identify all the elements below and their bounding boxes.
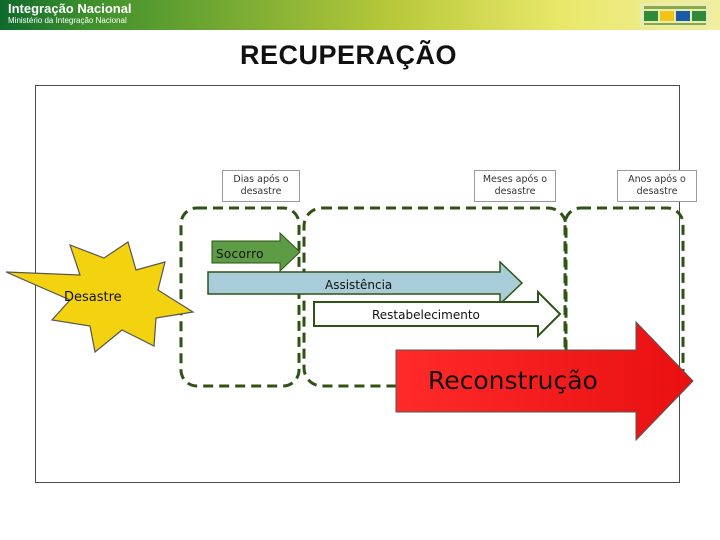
assistencia-arrow (207, 260, 524, 306)
phase-years-box: Anos após o desastre (617, 170, 697, 202)
reconstrucao-label: Reconstrução (428, 366, 598, 395)
phase-years-label: Anos após o desastre (628, 174, 686, 197)
brasil-government-logo (640, 3, 710, 27)
header-banner: Integração Nacional Ministério da Integr… (0, 0, 720, 30)
restabelecimento-arrow (313, 289, 562, 339)
restabelecimento-label: Restabelecimento (372, 308, 480, 322)
brand-block: Integração Nacional Ministério da Integr… (8, 2, 132, 26)
days-region (179, 206, 301, 388)
phase-days-box: Dias após o desastre (222, 170, 300, 202)
brand-subtitle: Ministério da Integração Nacional (8, 16, 127, 25)
socorro-arrow (211, 231, 301, 273)
phase-days-label: Dias após o desastre (233, 174, 289, 197)
assistencia-label: Assistência (325, 278, 393, 292)
reconstrucao-arrow (395, 320, 694, 442)
brand-title: Integração Nacional (8, 1, 132, 16)
phase-months-label: Meses após o desastre (482, 174, 548, 197)
socorro-label: Socorro (216, 247, 264, 261)
explosion-star-icon (5, 241, 195, 354)
slide-title: RECUPERAÇÃO (240, 40, 458, 70)
desastre-label: Desastre (64, 290, 122, 305)
phase-months-box: Meses após o desastre (474, 170, 556, 202)
